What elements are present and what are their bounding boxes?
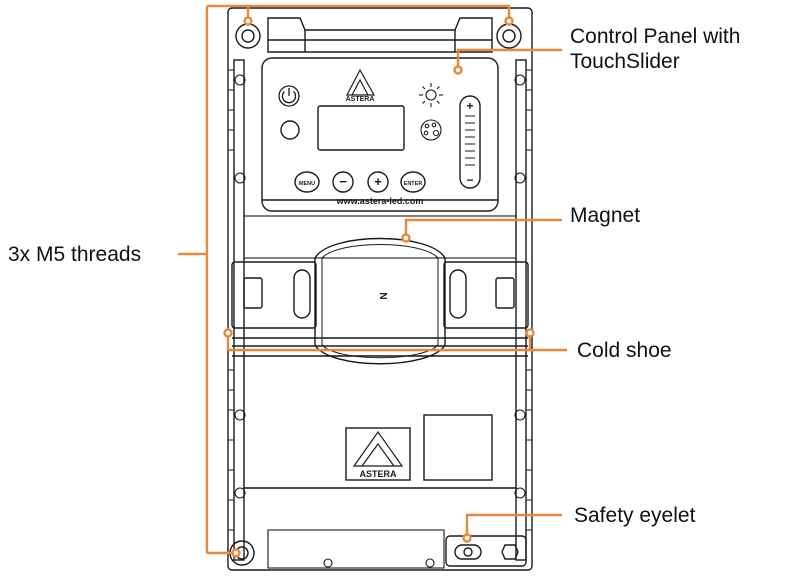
callout-label-magnet: Magnet bbox=[570, 204, 641, 227]
body-logo-frame bbox=[345, 427, 411, 481]
callout-label-control-panel: Control Panel with TouchSlider bbox=[570, 24, 740, 74]
label-plate bbox=[423, 414, 493, 481]
callout-dots bbox=[223, 16, 535, 558]
top-bracket bbox=[267, 17, 493, 53]
device-body-outline bbox=[227, 7, 533, 571]
slider-minus-label: − bbox=[466, 173, 473, 187]
m5-thread-top-right bbox=[496, 23, 522, 49]
body-logo-icon bbox=[352, 430, 404, 467]
sun-icon bbox=[419, 83, 443, 107]
body-logo-text: ASTERA bbox=[359, 469, 397, 479]
m5-thread-top-left bbox=[235, 23, 261, 49]
status-led bbox=[280, 120, 300, 140]
touch-slider-ticks bbox=[465, 115, 475, 166]
control-panel bbox=[261, 57, 499, 212]
minus-button-shape bbox=[332, 171, 354, 193]
minus-button-label: − bbox=[339, 174, 347, 189]
enter-button-label: ENTER bbox=[404, 181, 423, 187]
cold-shoe bbox=[231, 261, 529, 357]
panel-url: www.astera-led.com bbox=[336, 196, 424, 206]
magnet-frame bbox=[243, 215, 517, 259]
small-screws bbox=[234, 74, 526, 568]
magnet-mark: N bbox=[377, 292, 388, 299]
callout-label-safety-eyelet: Safety eyelet bbox=[574, 504, 696, 527]
callout-lines bbox=[178, 4, 567, 555]
right-side-ribs bbox=[526, 69, 532, 531]
power-icon bbox=[278, 85, 300, 107]
enter-button-shape bbox=[400, 171, 426, 193]
callout-line-magnet bbox=[404, 218, 562, 238]
magnet-housing bbox=[314, 237, 446, 365]
safety-eyelet bbox=[445, 535, 527, 567]
touch-slider bbox=[459, 95, 481, 189]
panel-logo-icon bbox=[346, 68, 376, 96]
menu-button-label: MENU bbox=[299, 181, 315, 187]
callout-label-cold-shoe: Cold shoe bbox=[577, 339, 672, 362]
left-side-ribs bbox=[228, 69, 234, 531]
bottom-foot bbox=[267, 529, 445, 569]
slider-plus-label: + bbox=[466, 99, 473, 113]
device-body-inner-right-rail bbox=[515, 59, 527, 561]
plus-button-shape bbox=[367, 171, 389, 193]
palette-icon bbox=[420, 119, 442, 141]
callout-line-control-panel bbox=[456, 48, 562, 68]
callout-label-m5-threads: 3x M5 threads bbox=[8, 243, 142, 266]
callout-control-panel-line2: TouchSlider bbox=[570, 50, 680, 73]
panel-display bbox=[317, 105, 405, 151]
callout-line-safety-eyelet bbox=[465, 513, 562, 538]
device-body-inner-left-rail bbox=[233, 59, 245, 561]
callout-line-m5-threads bbox=[246, 4, 511, 24]
menu-button-shape bbox=[294, 171, 320, 193]
plus-button-label: + bbox=[374, 174, 382, 189]
callout-control-panel-line1: Control Panel with bbox=[570, 25, 741, 48]
panel-logo-text: ASTERA bbox=[346, 96, 375, 103]
